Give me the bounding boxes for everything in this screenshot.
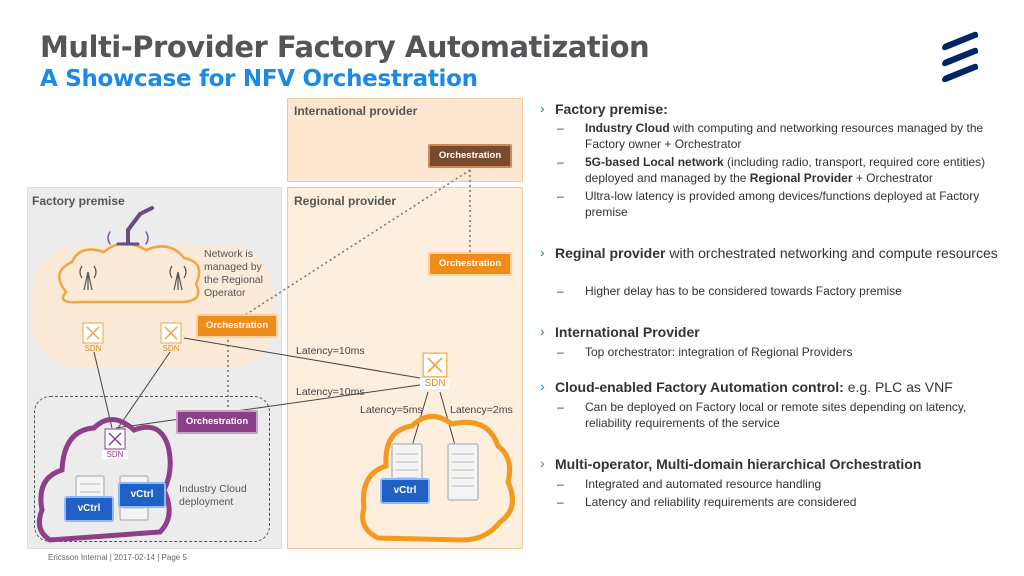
orchestration-industry-cloud: Orchestration — [176, 410, 258, 434]
page-subtitle: A Showcase for NFV Orchestration — [40, 66, 478, 92]
chevron-icon: › — [540, 378, 545, 394]
vctrl-industry-2: vCtrl — [118, 482, 166, 508]
bullet-regional-provider: › Reginal provider with orchestrated net… — [540, 244, 998, 261]
bullet-international-provider: › International Provider — [540, 323, 700, 340]
bullet-cloud-enabled: › Cloud-enabled Factory Automation contr… — [540, 378, 953, 395]
international-provider-label: International provider — [294, 104, 418, 118]
sdn-router-icon — [82, 322, 104, 344]
orchestration-international: Orchestration — [428, 144, 512, 168]
factory-premise-label: Factory premise — [32, 194, 125, 208]
robot-arm-icon — [107, 206, 154, 246]
page-title: Multi-Provider Factory Automatization — [40, 30, 650, 64]
sdn-node-regional: SDN — [420, 352, 450, 389]
regional-cloud-icon — [360, 414, 515, 543]
sdn-router-icon — [160, 322, 182, 344]
sdn-router-icon — [422, 352, 448, 378]
regional-provider-label: Regional provider — [294, 194, 397, 208]
international-provider-box — [287, 98, 523, 182]
latency-label-2: Latency=10ms — [296, 386, 365, 398]
latency-label-3: Latency=5ms — [360, 404, 423, 416]
sub-bullet: – Ultra-low latency is provided among de… — [557, 189, 980, 219]
latency-label-4: Latency=2ms — [450, 404, 513, 416]
orchestration-factory-network: Orchestration — [196, 314, 278, 338]
sub-bullet: – 5G-based Local network (including radi… — [557, 155, 986, 185]
sub-bullet: – Can be deployed on Factory local or re… — [557, 400, 967, 430]
vctrl-regional: vCtrl — [380, 478, 430, 504]
sub-bullet: – Higher delay has to be considered towa… — [557, 284, 902, 298]
chevron-icon: › — [540, 455, 545, 471]
sdn-node-2: SDN — [158, 322, 184, 353]
chevron-icon: › — [540, 323, 545, 339]
sdn-router-icon — [104, 428, 126, 450]
sub-bullet: – Latency and reliability requirements a… — [557, 495, 857, 509]
sdn-node-1: SDN — [80, 322, 106, 353]
latency-label-1: Latency=10ms — [296, 345, 365, 357]
sub-bullet: – Industry Cloud with computing and netw… — [557, 121, 984, 151]
ericsson-logo — [942, 31, 978, 82]
bullet-multi-operator: › Multi-operator, Multi-domain hierarchi… — [540, 455, 922, 472]
vctrl-industry-1: vCtrl — [64, 496, 114, 522]
bullet-factory-premise: › Factory premise: — [540, 100, 668, 117]
chevron-icon: › — [540, 100, 545, 116]
local-cloud-icon — [58, 242, 201, 304]
sdn-label: SDN — [102, 450, 128, 459]
antenna-icon — [79, 265, 187, 291]
sdn-label: SDN — [84, 344, 102, 353]
orchestration-regional: Orchestration — [428, 252, 512, 276]
industry-cloud-note: Industry Cloud deployment — [179, 483, 247, 508]
sdn-label: SDN — [420, 378, 450, 389]
industry-cloud-area — [34, 396, 270, 542]
sub-bullet: – Integrated and automated resource hand… — [557, 477, 822, 491]
local-network-cloud — [32, 246, 274, 368]
network-note: Network is managed by the Regional Opera… — [204, 248, 263, 299]
sub-bullet: – Top orchestrator: integration of Regio… — [557, 345, 853, 359]
chevron-icon: › — [540, 244, 545, 260]
footer: Ericsson Internal | 2017-02-14 | Page 5 — [48, 553, 187, 562]
sdn-label: SDN — [162, 344, 180, 353]
sdn-node-industry: SDN — [102, 428, 128, 459]
